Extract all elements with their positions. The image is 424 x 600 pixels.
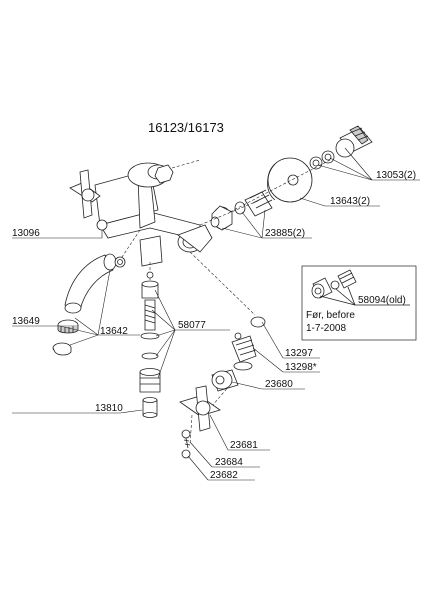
- part-label-23682: 23682: [210, 470, 238, 481]
- part-label-13642: 13642: [100, 326, 128, 337]
- aerator-13649: [52, 319, 79, 356]
- leader-lines: [12, 147, 420, 481]
- part-label-13053: 13053(2): [376, 170, 417, 181]
- part-label-13297: 13297: [285, 348, 313, 359]
- diagram-title: 16123/16173: [148, 120, 224, 135]
- connector-13053: [309, 125, 373, 170]
- part-label-23680: 23680: [265, 379, 293, 390]
- spout-13642: [64, 253, 126, 314]
- part-label-23684: 23684: [215, 457, 243, 468]
- cartridge-58077: [139, 271, 161, 418]
- part-label-58077: 58077: [178, 320, 206, 331]
- part-label-13643: 13643(2): [330, 196, 371, 207]
- part-label-58094: 58094(old): [358, 295, 406, 306]
- inset-note-line2: 1-7-2008: [306, 323, 347, 334]
- inset-box: [301, 265, 417, 341]
- part-label-13810: 13810: [95, 403, 123, 414]
- screw-23684: [181, 429, 191, 449]
- part-label-23885: 23885(2): [265, 228, 306, 239]
- eccentric-23885: [210, 189, 273, 231]
- rosette-13643: [267, 157, 313, 203]
- inset-note-line1: Før, before: [306, 310, 355, 321]
- part-label-23681: 23681: [230, 440, 258, 451]
- mixer-body: [69, 162, 213, 267]
- part-label-13096: 13096: [12, 228, 40, 239]
- valve-13298: [231, 316, 266, 371]
- part-label-13649: 13649: [12, 316, 40, 327]
- part-label-13298: 13298*: [285, 362, 317, 373]
- cross-handle-23681: [179, 385, 221, 432]
- cap-23680: [211, 369, 239, 392]
